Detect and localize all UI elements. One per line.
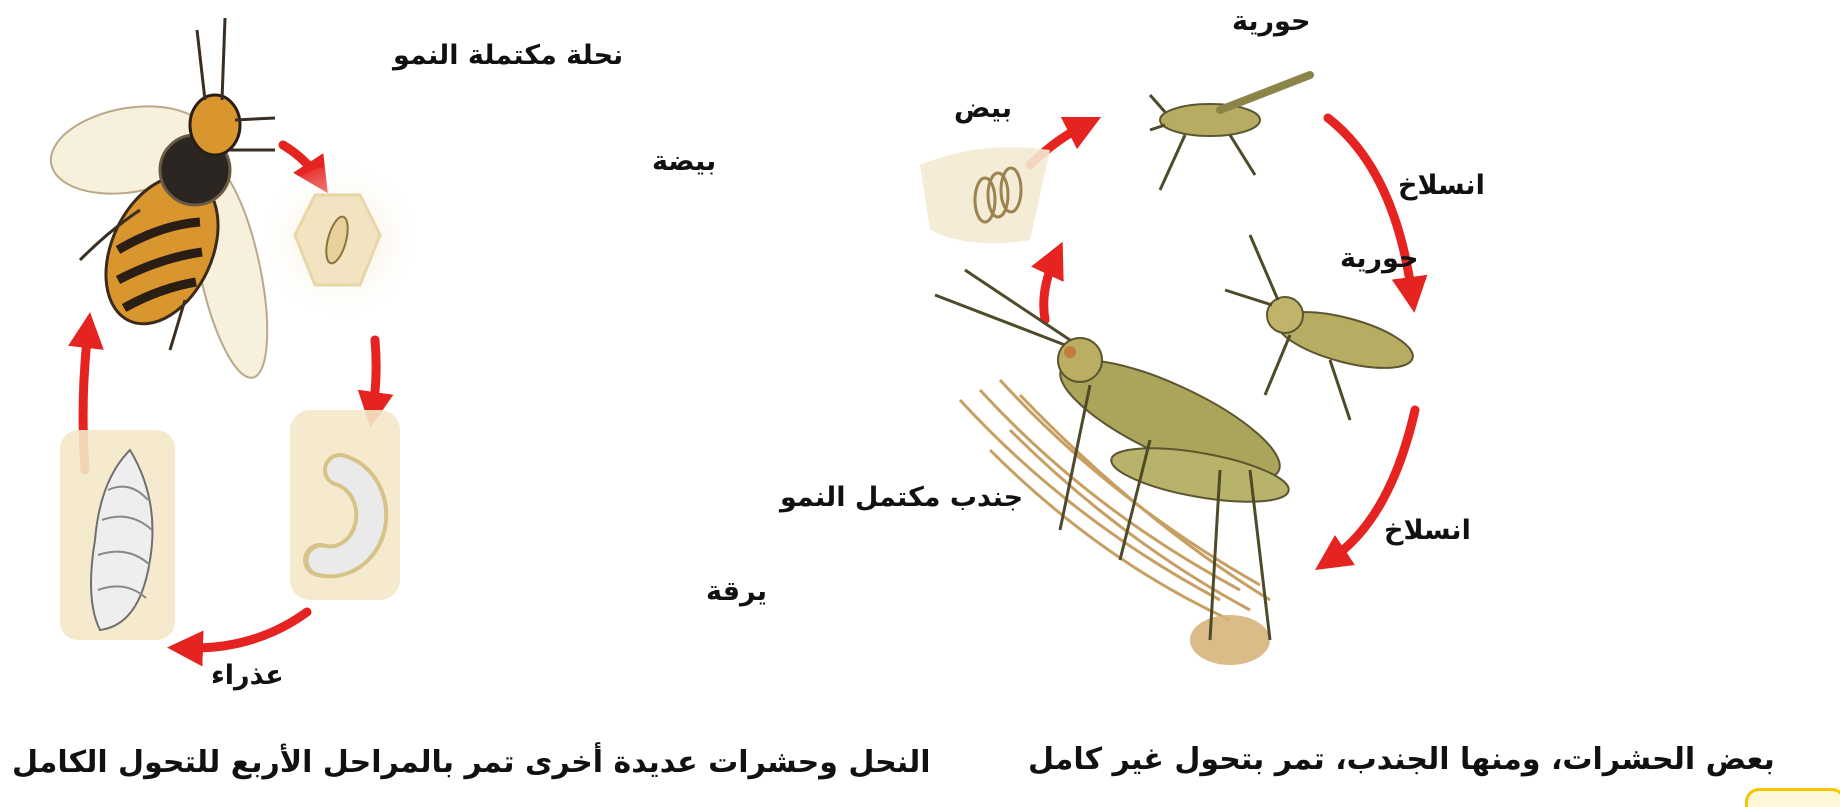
caption-complete-metamorphosis: النحل وحشرات عديدة أخرى تمر بالمراحل الأ… (12, 745, 931, 780)
stage-label-larva: يرقة (706, 576, 767, 607)
stage-label-nymph-top: حورية (1232, 6, 1311, 37)
arrow-adult-to-eggs-icon (1031, 241, 1064, 325)
adult-bee-icon (49, 17, 276, 379)
stage-label-pupa: عذراء (211, 660, 284, 691)
grasshopper-life-cycle-illustration (920, 71, 1428, 665)
arrow-egg-to-larva-icon (357, 335, 394, 428)
pupa-cell-icon (60, 430, 175, 640)
process-label-molting-2: انسلاخ (1384, 515, 1471, 546)
arrow-larva-to-pupa-icon (167, 607, 312, 667)
caption-incomplete-metamorphosis: بعض الحشرات، ومنها الجندب، تمر بتحول غير… (1028, 742, 1775, 777)
complete-metamorphosis-diagram: نحلة مكتملة النمو بيضة يرقة عذراء النحل … (0, 0, 931, 795)
page-corner-badge (1745, 788, 1840, 807)
stage-label-adult-bee: نحلة مكتملة النمو (393, 40, 624, 71)
adult-grasshopper-icon (934, 268, 1290, 665)
stage-label-eggs: بيض (954, 93, 1012, 124)
arrow-molting-1-icon (1323, 113, 1428, 313)
arrow-molting-2-icon (1315, 405, 1420, 570)
egg-cell-icon (265, 165, 415, 315)
nymph-2-icon (1224, 234, 1414, 421)
incomplete-metamorphosis-diagram: حورية بيض انسلاخ حورية انسلاخ جندب مكتمل… (780, 0, 1840, 795)
nymph-1-icon (1148, 71, 1314, 191)
stage-label-nymph-middle: حورية (1340, 243, 1419, 274)
process-label-molting-1: انسلاخ (1398, 170, 1485, 201)
bee-life-cycle-illustration (49, 17, 415, 667)
egg-pod-icon (920, 147, 1050, 244)
stage-label-adult-grasshopper: جندب مكتمل النمو (780, 482, 1024, 513)
stage-label-egg: بيضة (652, 146, 717, 177)
larva-cell-icon (290, 410, 400, 600)
cycle-arrows (1025, 113, 1428, 570)
